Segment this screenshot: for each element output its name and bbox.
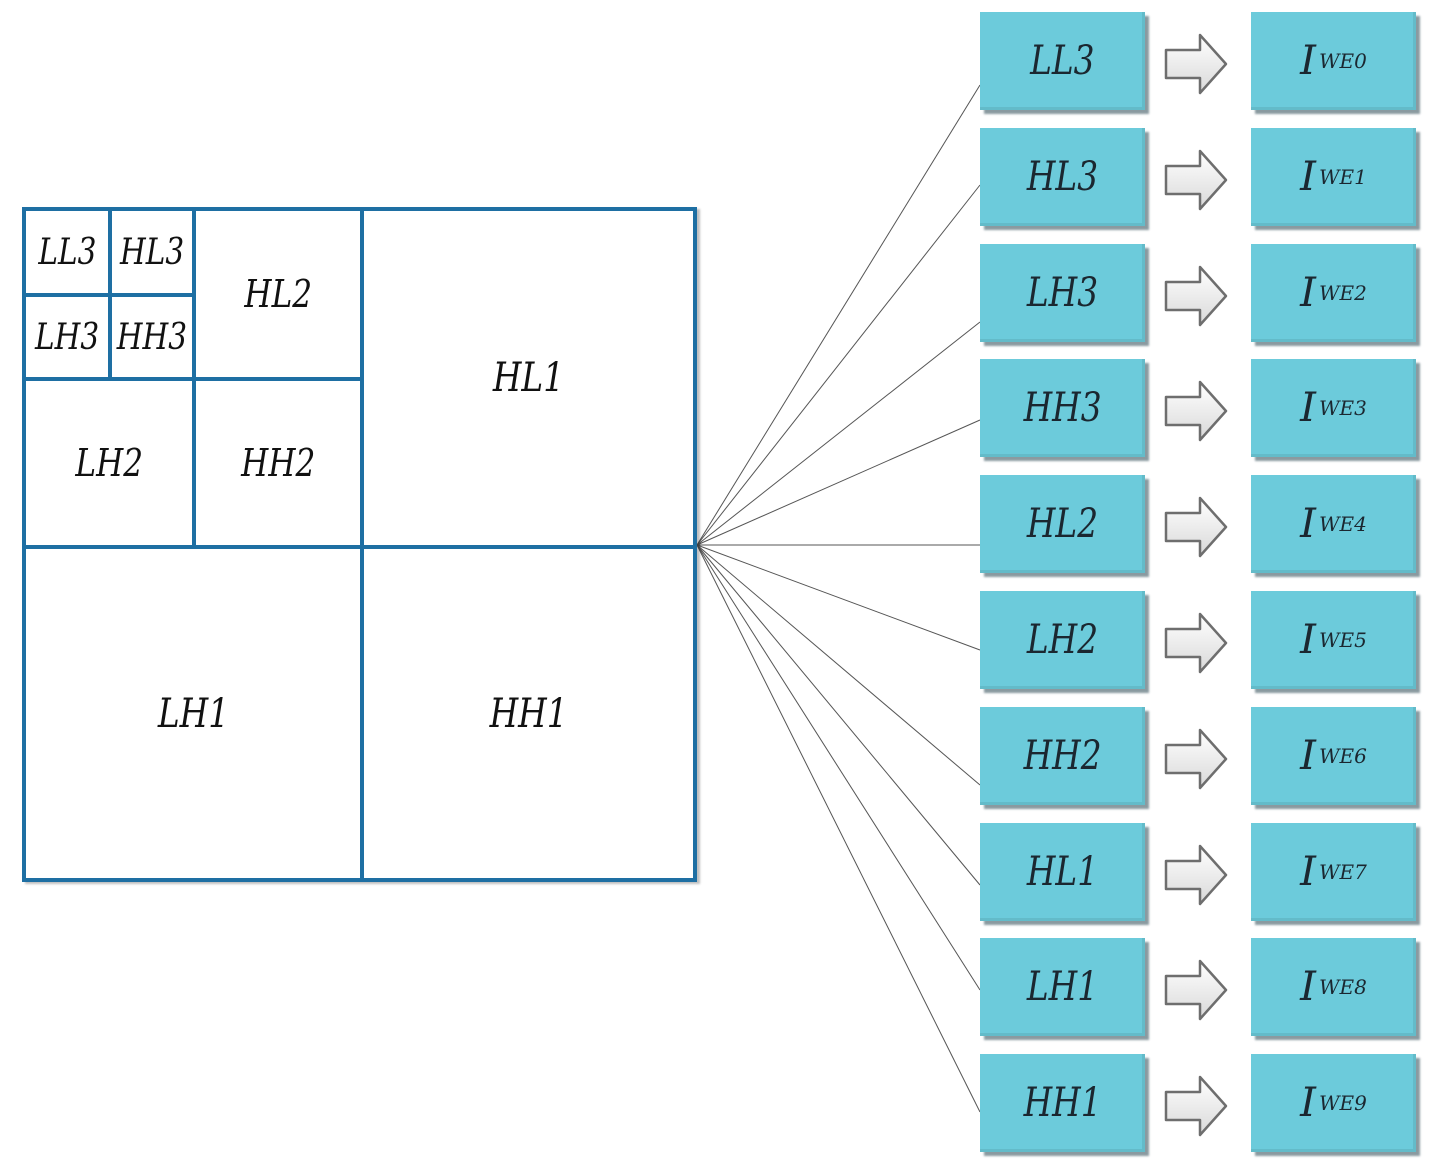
- energy-symbol: I: [1300, 1080, 1316, 1127]
- connector-line: [696, 544, 981, 886]
- subband-label: HL2: [1026, 501, 1099, 548]
- subband-box: HL1: [980, 822, 1145, 921]
- energy-symbol: I: [1300, 385, 1316, 432]
- subband-box: HL3: [980, 127, 1145, 226]
- right-arrow-icon: [1164, 728, 1228, 790]
- right-arrow-icon: [1164, 960, 1228, 1021]
- cell-ll3: LL3: [38, 231, 96, 273]
- energy-symbol: I: [1300, 732, 1316, 779]
- subband-label: HH1: [1023, 1080, 1102, 1127]
- subband-box: LH1: [980, 938, 1145, 1037]
- right-arrow-icon: [1164, 612, 1228, 674]
- right-arrow-icon: [1164, 149, 1228, 211]
- energy-subscript: WE7: [1318, 859, 1367, 884]
- energy-symbol: I: [1300, 501, 1316, 548]
- cell-lh3: LH3: [26, 293, 108, 377]
- energy-symbol: I: [1300, 964, 1316, 1011]
- energy-subscript: WE5: [1318, 628, 1367, 652]
- energy-subscript: WE1: [1318, 164, 1367, 189]
- subband-label: LH1: [1026, 964, 1099, 1011]
- energy-symbol: I: [1300, 848, 1316, 895]
- subband-label: LH3: [1026, 269, 1099, 316]
- energy-symbol: I: [1300, 153, 1316, 200]
- connector-line: [696, 544, 981, 991]
- subband-label: LL3: [1030, 38, 1095, 84]
- subband-box: LH2: [980, 591, 1145, 689]
- energy-subscript: WE0: [1318, 49, 1367, 73]
- energy-subscript: WE9: [1318, 1091, 1367, 1116]
- right-arrow-icon: [1164, 844, 1228, 905]
- subband-box: HH3: [980, 359, 1145, 458]
- connector-line: [696, 544, 981, 786]
- energy-subscript: WE8: [1318, 975, 1367, 1000]
- right-arrow-icon: [1164, 496, 1228, 558]
- subband-box: HL2: [980, 475, 1145, 574]
- subband-label: LH2: [1026, 617, 1099, 663]
- connector-line: [696, 544, 981, 1113]
- energy-subscript: WE3: [1318, 396, 1367, 421]
- subband-box: HH1: [980, 1054, 1145, 1153]
- right-arrow-icon: [1164, 1075, 1228, 1137]
- subband-label: HL1: [1026, 848, 1099, 895]
- connector-line: [696, 544, 981, 651]
- connector-line: [696, 321, 981, 546]
- cell-hh3: HH3: [108, 293, 192, 377]
- cell-hl3: HL3: [108, 211, 192, 293]
- energy-subscript: WE6: [1318, 743, 1367, 768]
- subband-label: HH2: [1023, 732, 1102, 779]
- energy-subscript: WE4: [1318, 512, 1367, 537]
- right-arrow-icon: [1164, 33, 1228, 95]
- energy-symbol: I: [1300, 617, 1316, 663]
- cell-hh1: HH1: [360, 545, 693, 878]
- cell-lh2: LH2: [26, 377, 192, 545]
- right-arrow-icon: [1164, 265, 1228, 326]
- connector-line: [696, 184, 981, 546]
- right-arrow-icon: [1164, 381, 1228, 442]
- cell-hl1: HL1: [360, 211, 693, 545]
- cell-lh1: LH1: [26, 545, 360, 878]
- subband-label: HH3: [1023, 385, 1102, 432]
- cell-hl2: HL2: [192, 211, 360, 377]
- subband-label: HL3: [1026, 153, 1099, 200]
- energy-symbol: I: [1300, 38, 1316, 84]
- subband-box: LH3: [980, 243, 1145, 342]
- energy-symbol: I: [1300, 269, 1316, 316]
- connector-line: [696, 419, 981, 546]
- subband-box: HH2: [980, 706, 1145, 805]
- decomposition-grid: LL3 HL3 LH3 HH3 HL2 LH2 HH2 HL1 LH1 HH1: [22, 207, 697, 882]
- subband-box: LL3: [980, 12, 1145, 110]
- connector-line: [696, 84, 981, 546]
- energy-subscript: WE2: [1318, 280, 1367, 305]
- cell-hh2: HH2: [192, 377, 360, 545]
